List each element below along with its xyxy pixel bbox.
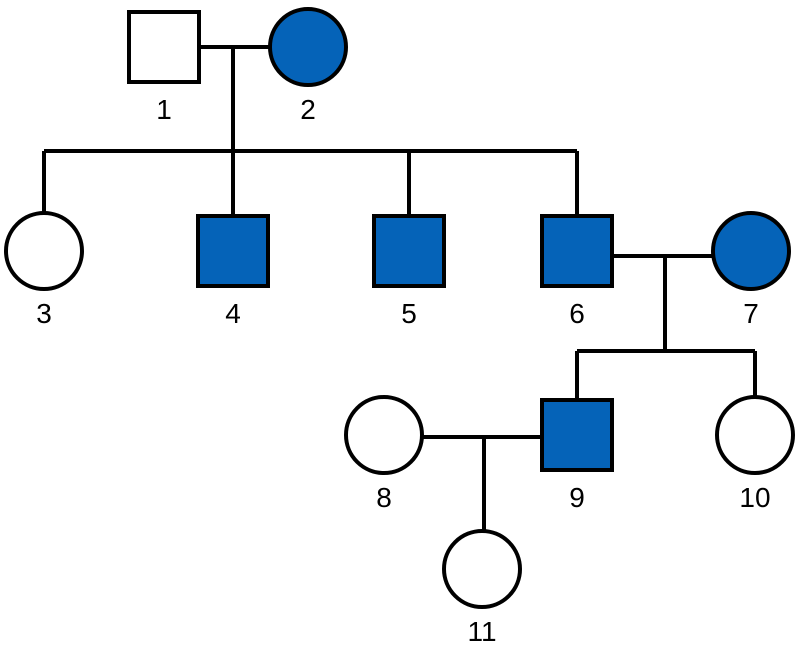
affected-female-symbol — [711, 211, 791, 291]
individual-2: 2 — [268, 7, 348, 125]
affected-male-symbol — [540, 214, 614, 288]
individual-1: 1 — [127, 10, 201, 125]
individual-label: 9 — [569, 482, 585, 513]
affected-male-symbol — [196, 214, 270, 288]
unaffected-female-symbol — [442, 529, 522, 609]
individual-5: 5 — [372, 214, 446, 329]
affected-male-symbol — [372, 214, 446, 288]
individual-11: 11 — [442, 529, 522, 647]
unaffected-male-symbol — [127, 10, 201, 84]
affected-male-symbol — [540, 398, 614, 472]
individual-4: 4 — [196, 214, 270, 329]
individual-label: 5 — [401, 298, 417, 329]
individual-6: 6 — [540, 214, 614, 329]
individual-8: 8 — [344, 395, 424, 513]
unaffected-female-symbol — [344, 395, 424, 475]
individual-label: 7 — [743, 298, 759, 329]
unaffected-female-symbol — [4, 211, 84, 291]
individual-label: 2 — [300, 94, 316, 125]
individual-7: 7 — [711, 211, 791, 329]
affected-female-symbol — [268, 7, 348, 87]
individual-label: 8 — [376, 482, 392, 513]
relationship-lines — [42, 45, 757, 531]
individual-3: 3 — [4, 211, 84, 329]
individual-label: 6 — [569, 298, 585, 329]
individual-label: 11 — [467, 616, 496, 647]
individual-label: 3 — [36, 298, 52, 329]
individual-label: 4 — [225, 298, 241, 329]
individual-10: 10 — [715, 395, 795, 513]
individual-label: 10 — [739, 482, 770, 513]
individuals: 1 2 3 4 5 6 7 8 9 10 11 — [4, 7, 795, 647]
individual-label: 1 — [156, 94, 172, 125]
unaffected-female-symbol — [715, 395, 795, 475]
individual-9: 9 — [540, 398, 614, 513]
